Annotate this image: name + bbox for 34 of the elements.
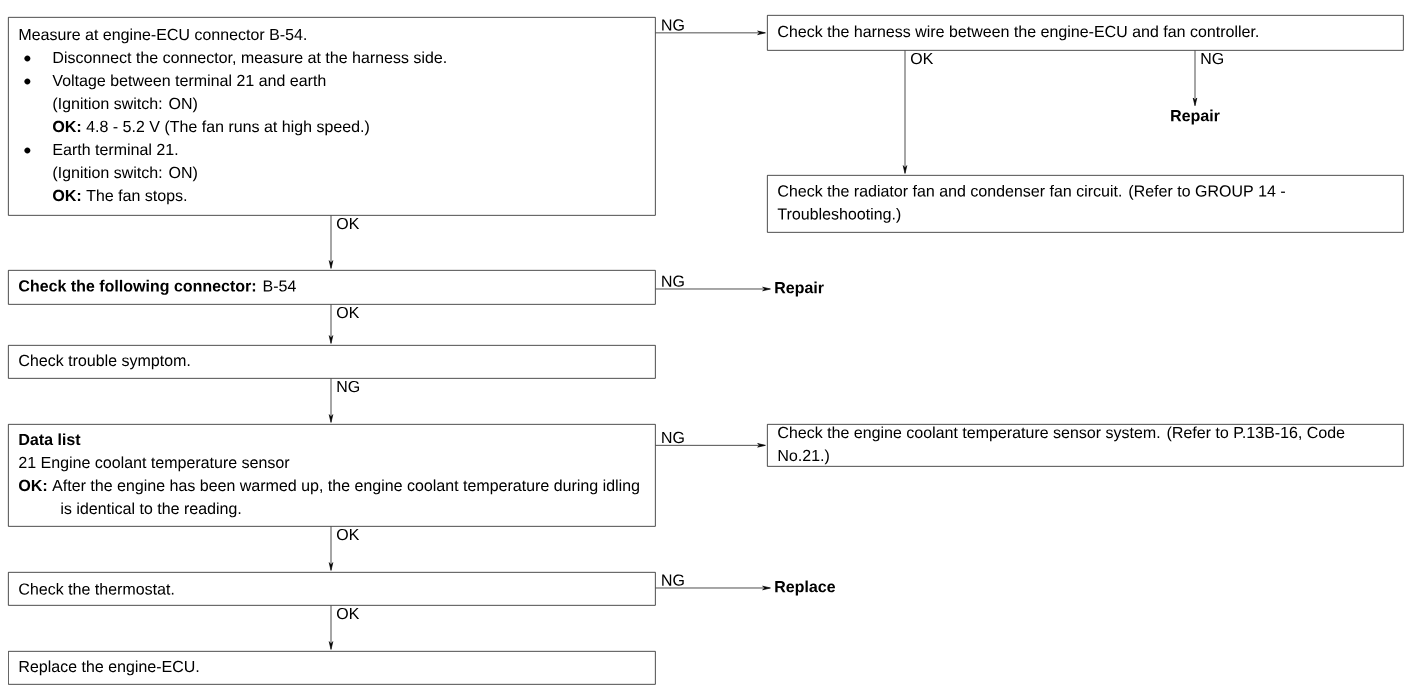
action-label: Repair: [775, 281, 824, 297]
process-box: Data list 21 Engine coolant temperature sensor OK: After the engine has been warmed up, the engine coolant temperature during idling is identical to the reading.: [8, 424, 656, 527]
edge-label: NG: [662, 431, 684, 444]
arrow: [328, 605, 334, 650]
process-box: Check the harness wire between the engine-ECU and fan controller.: [767, 15, 1404, 51]
arrow: [1192, 50, 1198, 107]
edge-label: NG: [662, 275, 684, 287]
edge-label: OK: [337, 607, 360, 620]
arrow: [655, 443, 766, 448]
process-box: Measure at engine-ECU connector B-54. Disconnect the connector, measure at the harness side. Voltage between terminal 21 and earth (Ignition switch: ON) OK: 4.8 - 5.2 V (The fan runs at high speed.) Earth terminal 21. (Ignition switch: ON) OK: The fan stops.: [8, 17, 656, 216]
process-box: Check the engine coolant temperature sensor system. (Refer to P.13B-16, Code No.21.): [767, 424, 1404, 467]
process-box: Check the following connector: B-54: [8, 270, 656, 305]
arrow: [655, 286, 771, 292]
edge-label: NG: [337, 380, 359, 393]
arrow: [655, 585, 771, 591]
edge-label: OK: [910, 52, 934, 65]
process-box: Check the radiator fan and condenser fan circuit. (Refer to GROUP 14 - Troubleshooting.): [767, 175, 1404, 233]
arrow: [328, 215, 334, 269]
process-box: Replace the engine-ECU.: [8, 651, 656, 685]
edge-label: NG: [662, 574, 684, 586]
arrow: [328, 526, 334, 571]
arrow: [902, 50, 908, 174]
process-box: Check the thermostat.: [8, 572, 656, 606]
edge-label: NG: [662, 19, 684, 31]
edge-label: OK: [337, 217, 360, 230]
edge-label: OK: [337, 306, 360, 319]
process-box: Check trouble symptom.: [8, 345, 656, 379]
arrow: [328, 304, 334, 344]
edge-label: NG: [1201, 52, 1223, 65]
edge-label: OK: [337, 528, 360, 541]
action-label: Replace: [775, 580, 836, 596]
arrow: [328, 378, 334, 423]
action-label: Repair: [1171, 109, 1220, 125]
arrow: [655, 30, 766, 35]
